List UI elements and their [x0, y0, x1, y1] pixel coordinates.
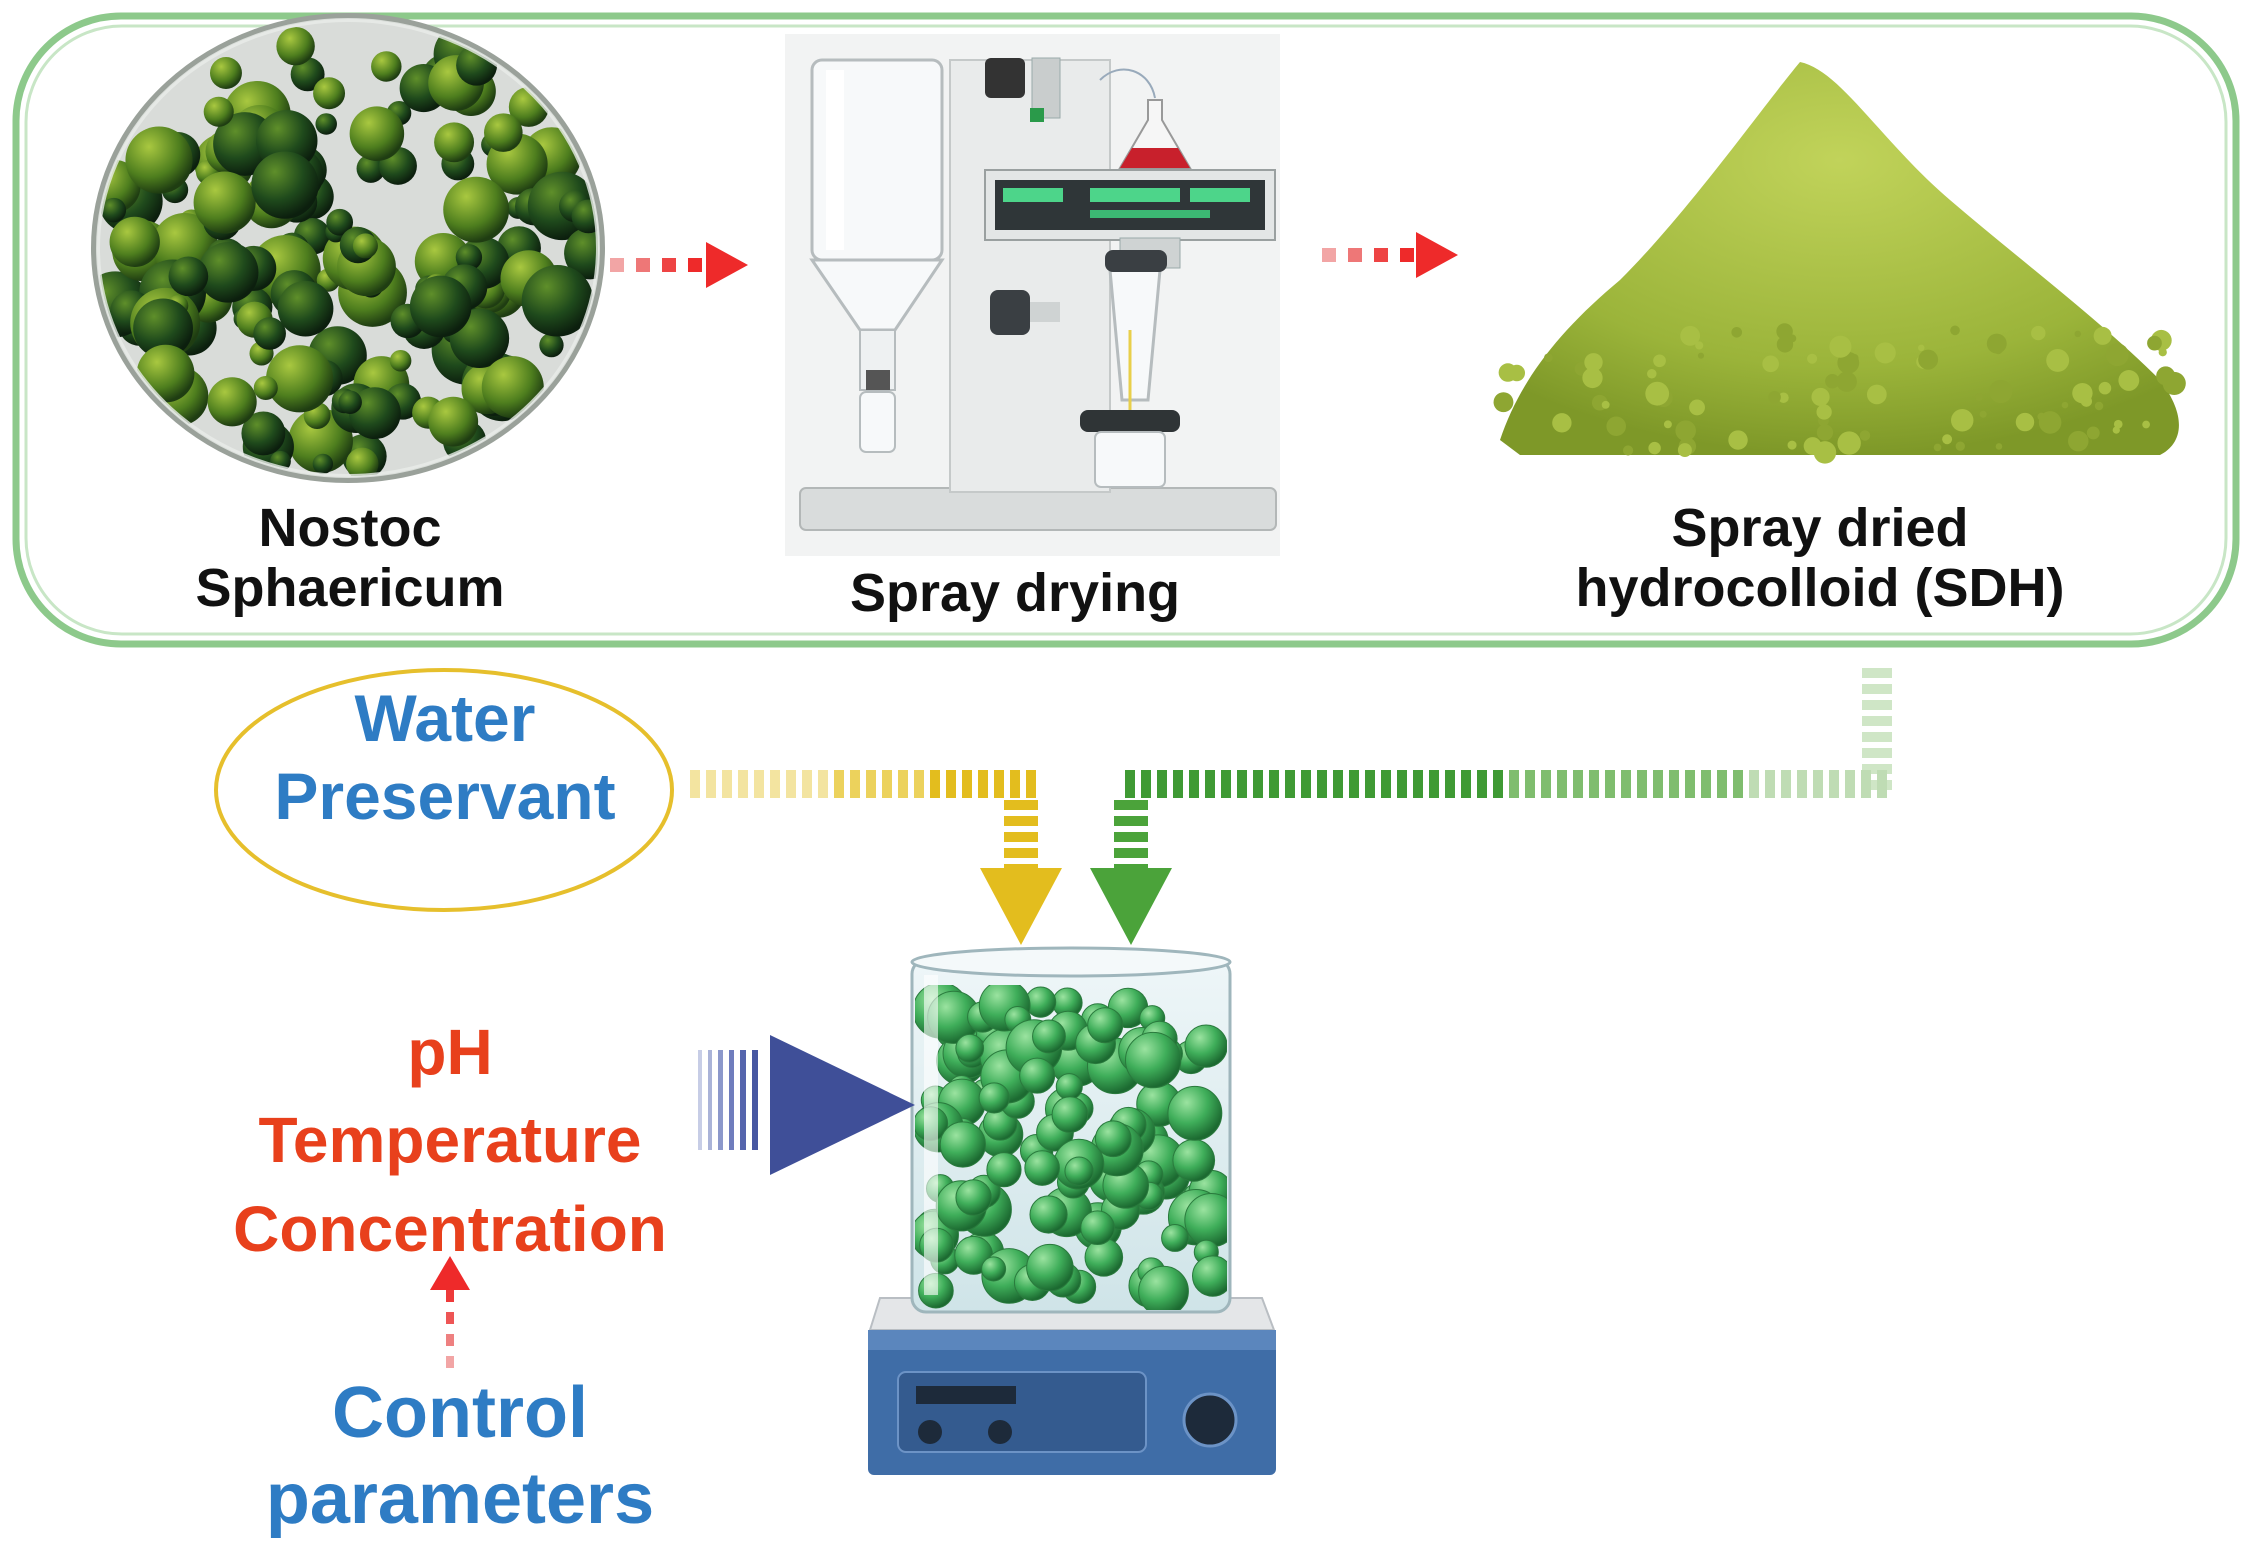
stirrer-beaker-icon: [868, 946, 1276, 1475]
control-arrow-icon: [430, 1256, 470, 1368]
parameter-list: pH Temperature Concentration: [200, 1008, 700, 1273]
spray-dryer-icon: [785, 34, 1280, 556]
water-arrow-icon: [690, 770, 1062, 945]
parameter-ph: pH: [407, 1016, 493, 1088]
inputs-label: Water Preservant: [274, 681, 616, 833]
stage-label-spray-drying: Spray drying: [849, 563, 1181, 623]
parameter-concentration: Concentration: [233, 1192, 667, 1265]
process-arrow-icon: [1322, 232, 1458, 278]
sdh-arrow-icon: [1090, 668, 1892, 945]
nostoc-spheres-icon: [91, 13, 605, 483]
process-frame: [12, 12, 2240, 648]
powder-pile-icon: [1493, 62, 2186, 464]
process-arrow-icon: [610, 242, 748, 288]
control-label: Control parameters: [265, 1373, 655, 1540]
inputs-ellipse: [214, 668, 674, 912]
stage-label-nostoc: Nostoc Sphaericum: [195, 498, 505, 619]
stage-label-sdh: Spray dried hydrocolloid (SDH): [1575, 498, 2065, 619]
parameter-arrow-icon: [698, 1035, 915, 1175]
parameter-temperature: Temperature: [258, 1104, 642, 1177]
